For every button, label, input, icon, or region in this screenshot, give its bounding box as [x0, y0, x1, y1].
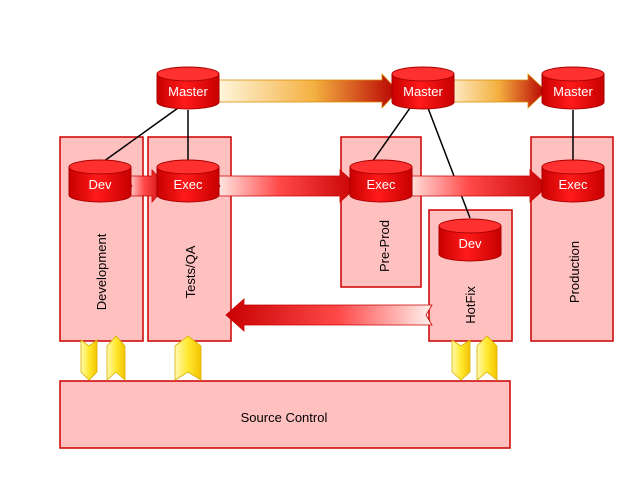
db-exec-tests-label: Exec [174, 177, 203, 192]
db-master-2: Master [391, 66, 455, 110]
chevron-up-development [106, 335, 126, 381]
connector-lines [99, 107, 574, 219]
chevron-up-tests [174, 335, 202, 381]
db-exec-production: Exec [541, 159, 605, 203]
db-exec-preprod-label: Exec [367, 177, 396, 192]
arrow-hotfix-to-tests [225, 298, 433, 332]
db-master-3-label: Master [553, 84, 593, 99]
chevron-down-development [80, 339, 98, 381]
source-control-box: Source Control [59, 380, 511, 449]
db-master-3: Master [541, 66, 605, 110]
arrow-preprod-to-production [403, 169, 549, 203]
line-master1-dev [99, 107, 179, 165]
db-exec-tests: Exec [156, 159, 220, 203]
env-pre-prod-label: Pre-Prod [377, 220, 392, 272]
env-hotfix-label: HotFix [463, 286, 478, 324]
db-exec-production-label: Exec [559, 177, 588, 192]
chevron-up-hotfix [476, 335, 498, 381]
arrow-master2-to-master3 [439, 73, 547, 109]
env-production-label: Production [567, 241, 582, 303]
line-master2-exec [371, 107, 411, 163]
chevron-down-hotfix [451, 339, 471, 381]
source-control-label: Source Control [241, 410, 328, 425]
env-tests-qa-label: Tests/QA [183, 245, 198, 298]
db-dev-hotfix: Dev [438, 218, 502, 262]
db-dev-development: Dev [68, 159, 132, 203]
db-exec-preprod: Exec [349, 159, 413, 203]
arrow-exec-to-preprod [213, 169, 359, 203]
db-dev-development-label: Dev [88, 177, 112, 192]
arrow-master1-to-master2 [211, 72, 399, 110]
env-development-label: Development [94, 233, 109, 310]
db-master-2-label: Master [403, 84, 443, 99]
db-master-1: Master [156, 66, 220, 110]
line-master2-hotfix-dev [427, 107, 471, 219]
db-master-1-label: Master [168, 84, 208, 99]
db-dev-hotfix-label: Dev [458, 236, 482, 251]
